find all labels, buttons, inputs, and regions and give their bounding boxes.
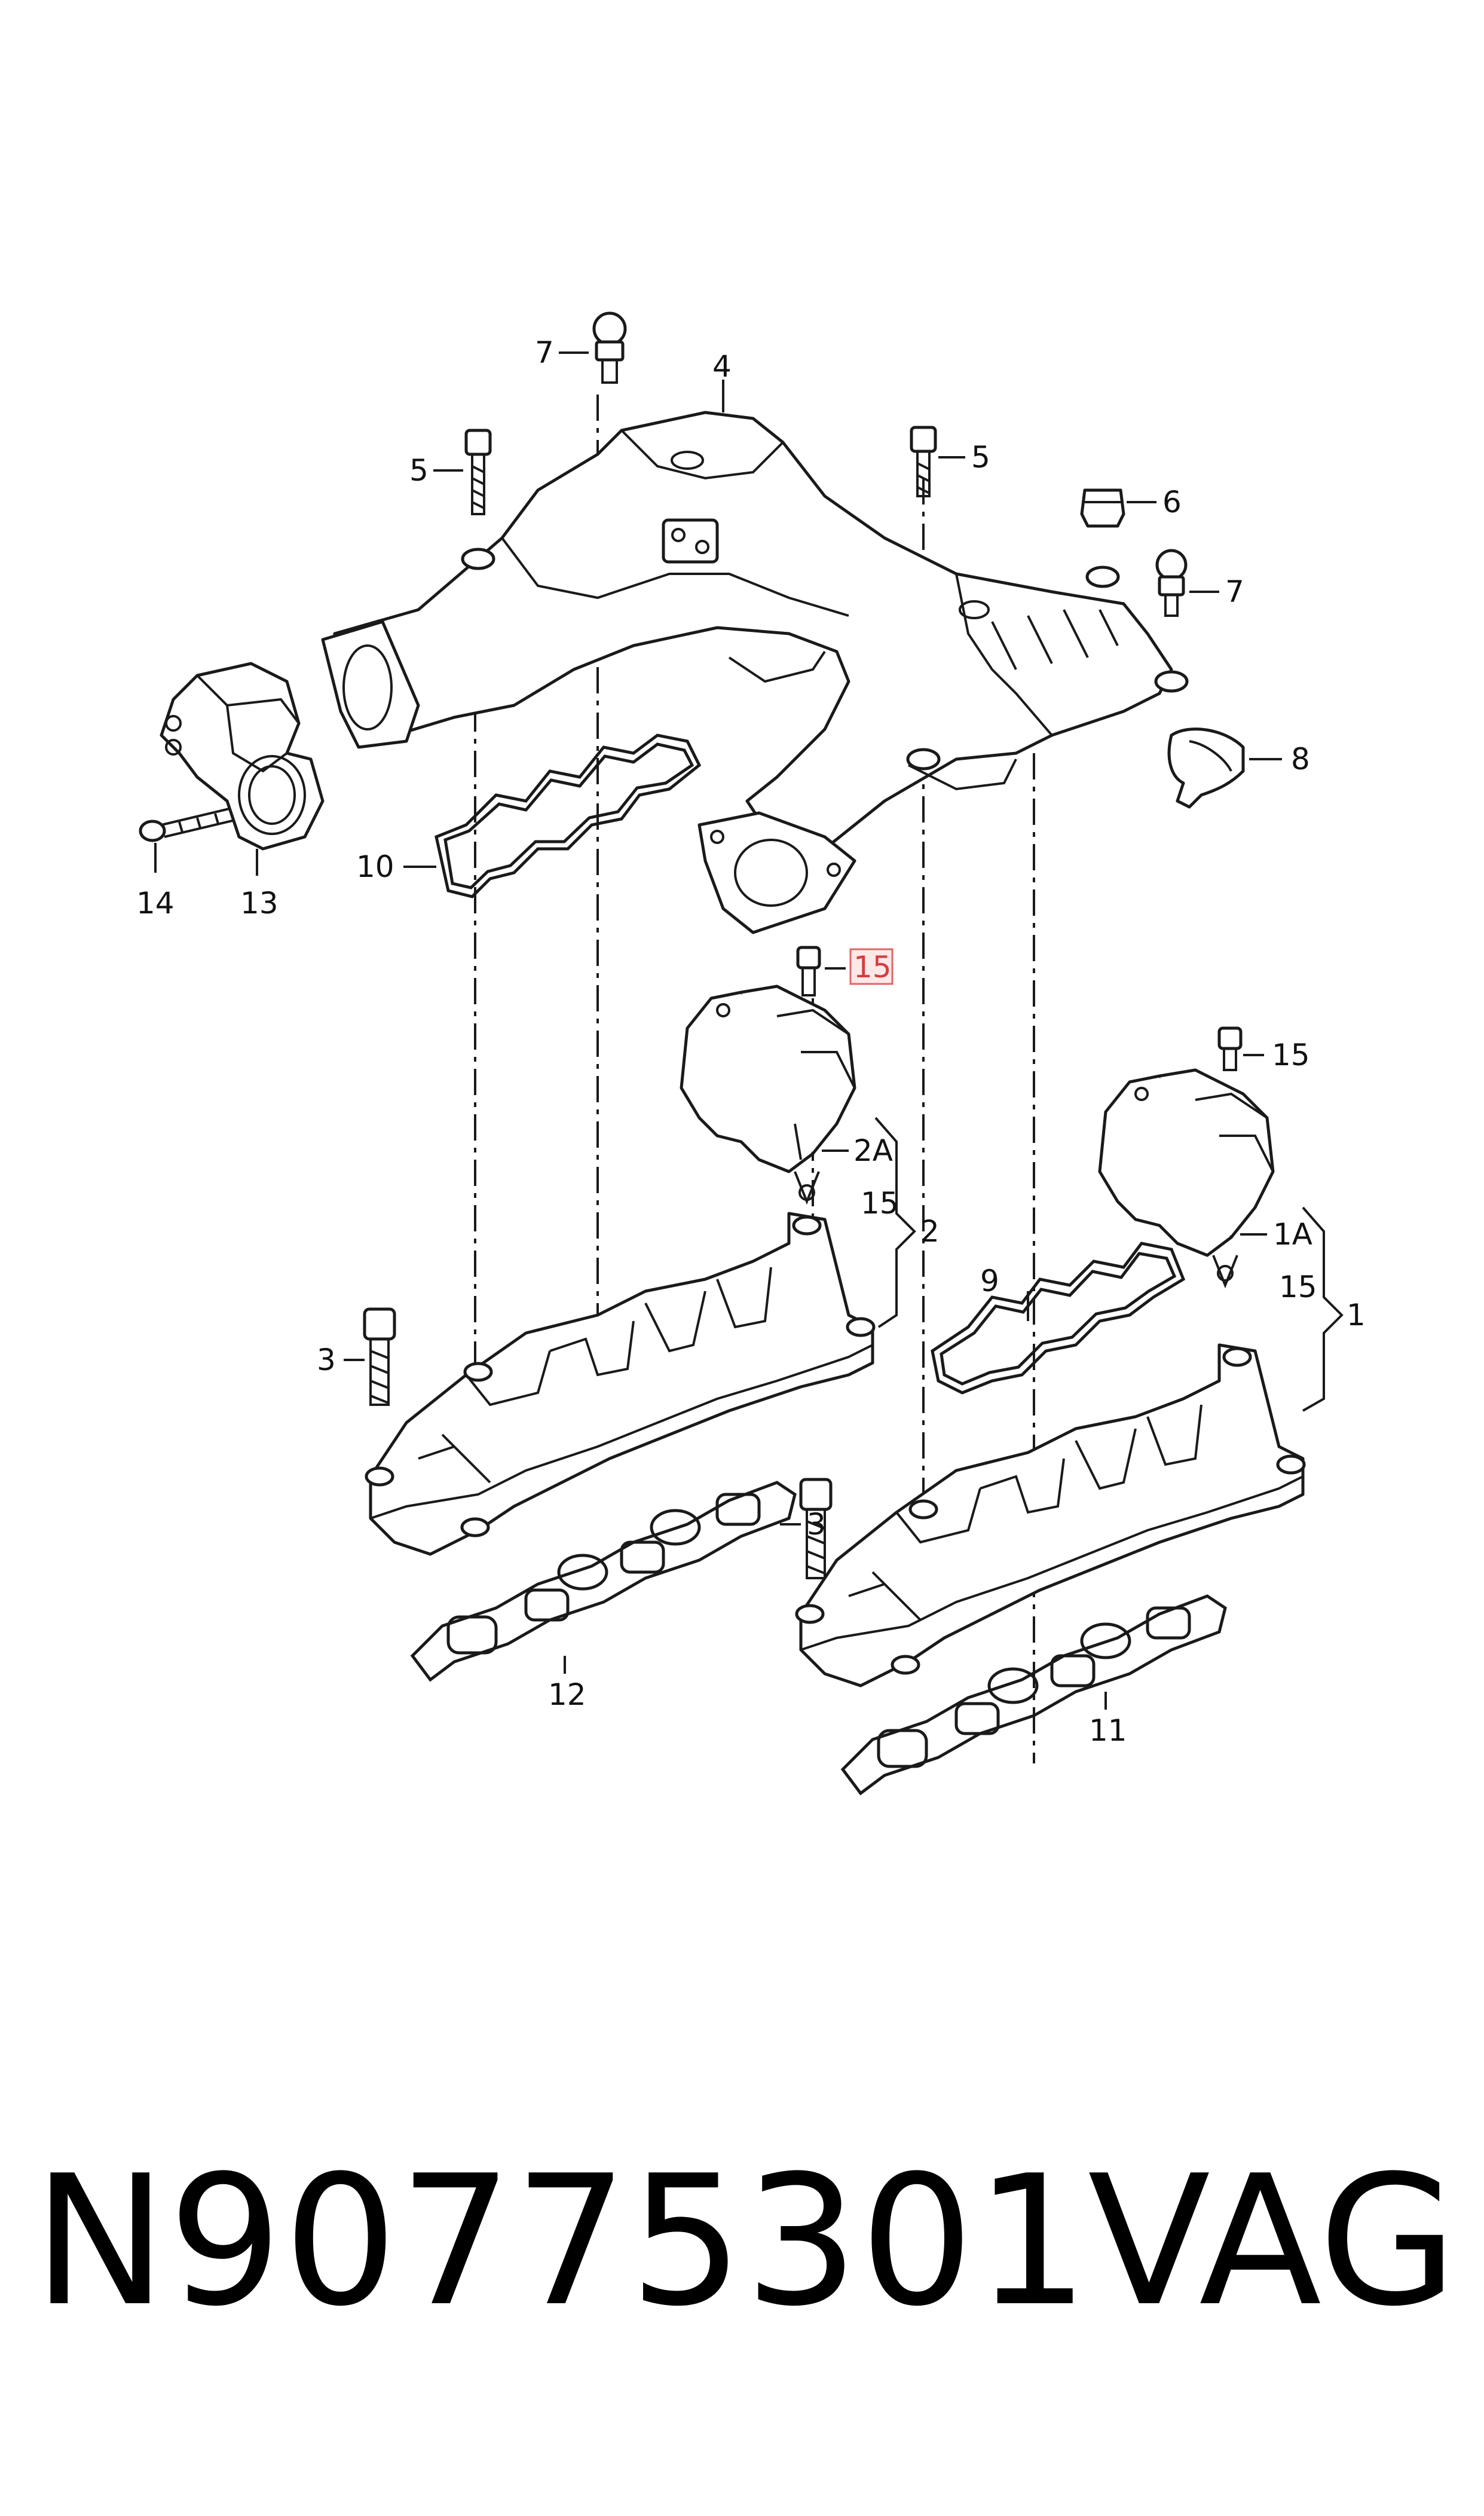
label-7-right: 7 bbox=[1225, 574, 1244, 609]
ball-stud-7-top bbox=[592, 311, 627, 384]
clip-8 bbox=[1167, 727, 1245, 809]
throttle-body-13 bbox=[160, 662, 325, 851]
bolt-5-left bbox=[464, 429, 492, 515]
gasket-10 bbox=[435, 733, 702, 898]
label-8: 8 bbox=[1291, 742, 1310, 776]
label-10: 10 bbox=[356, 849, 394, 884]
label-15-group1: 15 bbox=[1279, 1270, 1317, 1304]
actuator-2A bbox=[680, 985, 856, 1205]
label-15-right: 15 bbox=[1272, 1038, 1310, 1072]
brand-name: VAG bbox=[1088, 2137, 1458, 2346]
gasket-9 bbox=[931, 1242, 1186, 1395]
lower-manifold-left bbox=[365, 1212, 876, 1556]
label-12: 12 bbox=[548, 1677, 586, 1712]
label-13: 13 bbox=[240, 886, 279, 921]
label-2: 2 bbox=[920, 1214, 940, 1249]
label-15-group2: 15 bbox=[861, 1186, 899, 1221]
screw-15-right bbox=[1217, 1026, 1243, 1071]
screw-15-highlight bbox=[796, 946, 821, 996]
label-15-highlight: 15 bbox=[853, 950, 892, 985]
bolt-3-right bbox=[799, 1478, 833, 1579]
gasket-12 bbox=[410, 1481, 797, 1682]
label-3-right: 3 bbox=[807, 1507, 826, 1542]
label-5-right: 5 bbox=[971, 440, 990, 475]
label-1: 1 bbox=[1347, 1298, 1366, 1332]
label-5-left: 5 bbox=[409, 453, 429, 488]
actuator-1A bbox=[1098, 1068, 1275, 1289]
label-3-left: 3 bbox=[317, 1343, 336, 1377]
plug-6 bbox=[1080, 488, 1125, 528]
label-9: 9 bbox=[980, 1264, 999, 1298]
bolt-5-right bbox=[910, 426, 937, 497]
part-number: N90775301 bbox=[33, 2137, 1091, 2346]
label-6: 6 bbox=[1162, 485, 1182, 519]
intake-manifold-upper bbox=[321, 411, 1189, 934]
label-1A: 1A bbox=[1273, 1217, 1312, 1252]
highlight-box bbox=[849, 948, 894, 985]
label-7-top: 7 bbox=[535, 335, 554, 370]
label-4: 4 bbox=[712, 349, 732, 384]
callout-labels: 7 4 5 5 6 7 8 14 13 10 15 15 2A 15 2 1A … bbox=[136, 335, 1366, 1748]
leader-lines bbox=[154, 351, 1344, 1710]
label-14: 14 bbox=[136, 886, 175, 921]
lower-manifold-right bbox=[795, 1343, 1306, 1687]
gasket-11 bbox=[840, 1594, 1227, 1796]
label-2A: 2A bbox=[853, 1133, 893, 1168]
ball-stud-7-right bbox=[1155, 549, 1188, 617]
bolt-3-left bbox=[363, 1307, 396, 1406]
label-11: 11 bbox=[1089, 1713, 1127, 1748]
